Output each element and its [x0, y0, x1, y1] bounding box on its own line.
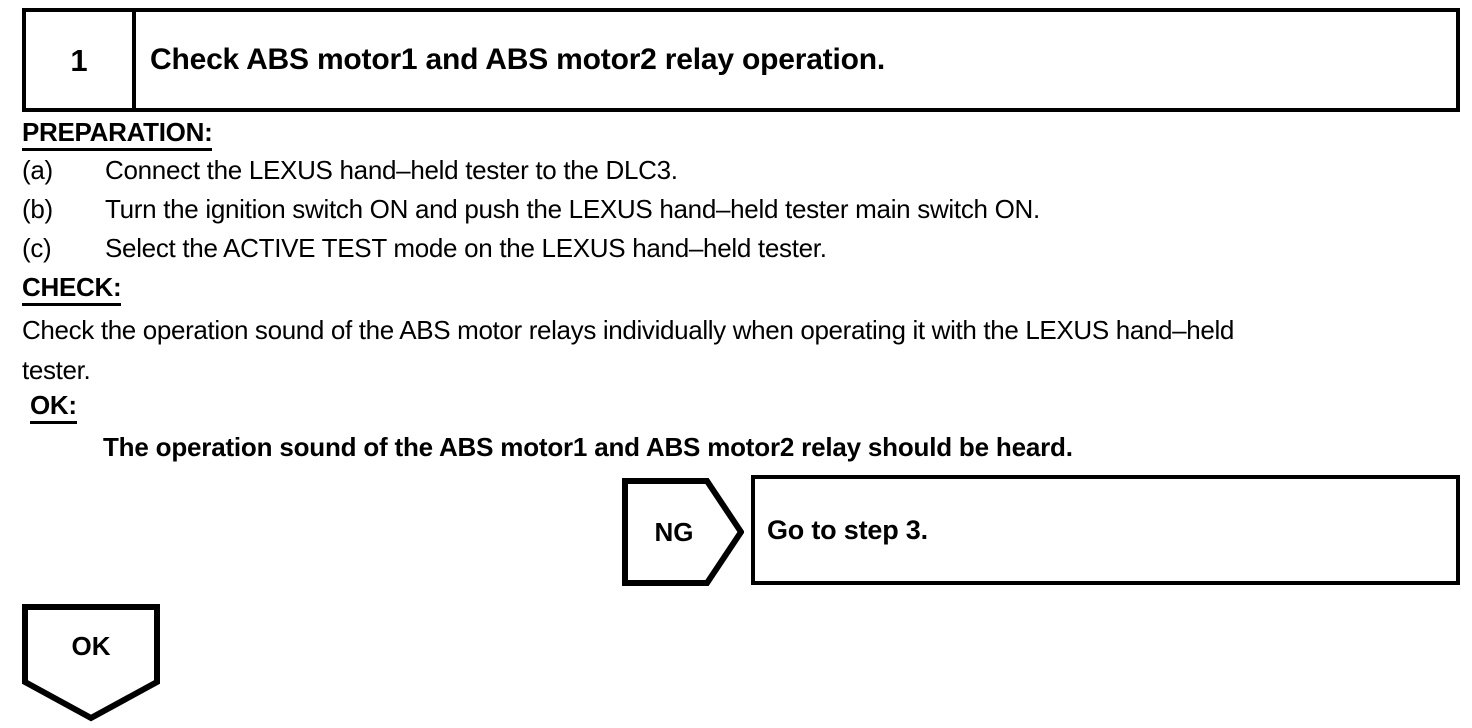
check-paragraph-line-1: Check the operation sound of the ABS mot…: [22, 315, 1235, 345]
check-heading-row: CHECK:: [22, 272, 1462, 311]
procedure-body: PREPARATION: (a) Connect the LEXUS hand–…: [22, 117, 1464, 473]
preparation-item-text: Connect the LEXUS hand–held tester to th…: [105, 155, 678, 185]
ok-heading-row: OK:: [22, 390, 1462, 429]
step-number: 1: [70, 42, 88, 78]
ng-branch-label: NG: [654, 516, 694, 547]
step-header-table: 1 Check ABS motor1 and ABS motor2 relay …: [22, 8, 1460, 112]
preparation-item-label: (b): [22, 194, 53, 224]
ok-heading: OK:: [30, 390, 77, 425]
step-number-cell: 1: [26, 12, 136, 108]
ng-action-box: Go to step 3.: [751, 475, 1460, 585]
preparation-item-label: (c): [22, 233, 52, 263]
ng-action-text: Go to step 3.: [767, 514, 928, 545]
ng-pentagon-shape: [622, 478, 744, 586]
preparation-item-c: (c) Select the ACTIVE TEST mode on the L…: [22, 234, 1462, 273]
step-title-cell: Check ABS motor1 and ABS motor2 relay op…: [136, 12, 1456, 108]
step-title: Check ABS motor1 and ABS motor2 relay op…: [150, 43, 885, 77]
ok-pentagon-shape: [22, 604, 160, 722]
preparation-item-text: Select the ACTIVE TEST mode on the LEXUS…: [105, 233, 827, 263]
preparation-item-label: (a): [22, 155, 53, 185]
ok-branch-label: OK: [71, 630, 111, 661]
preparation-heading-row: PREPARATION:: [22, 117, 1462, 156]
preparation-heading: PREPARATION:: [22, 117, 213, 152]
preparation-item-text: Turn the ignition switch ON and push the…: [105, 194, 1040, 224]
check-paragraph-line-2: tester.: [22, 355, 91, 385]
check-heading: CHECK:: [22, 272, 122, 307]
check-paragraph: Check the operation sound of the ABS mot…: [22, 311, 1464, 391]
preparation-item-b: (b) Turn the ignition switch ON and push…: [22, 195, 1462, 234]
ok-statement: The operation sound of the ABS motor1 an…: [103, 432, 1073, 462]
preparation-item-a: (a) Connect the LEXUS hand–held tester t…: [22, 156, 1462, 195]
